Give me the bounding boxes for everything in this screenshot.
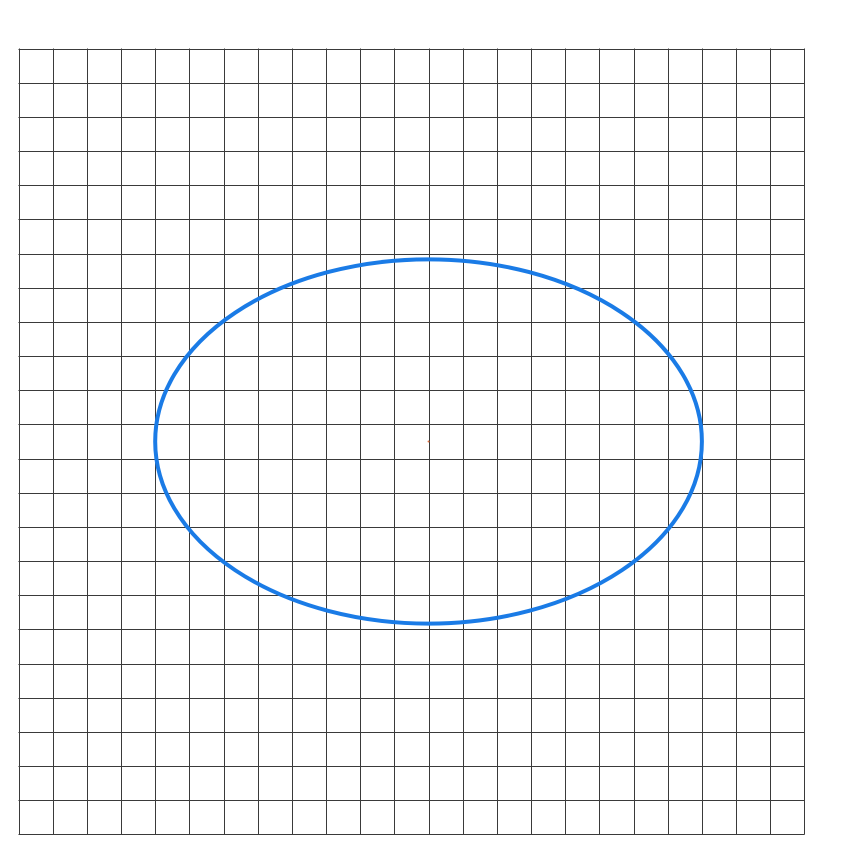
blue-ellipse <box>153 257 704 626</box>
grid <box>18 48 805 835</box>
center-point <box>427 440 430 443</box>
